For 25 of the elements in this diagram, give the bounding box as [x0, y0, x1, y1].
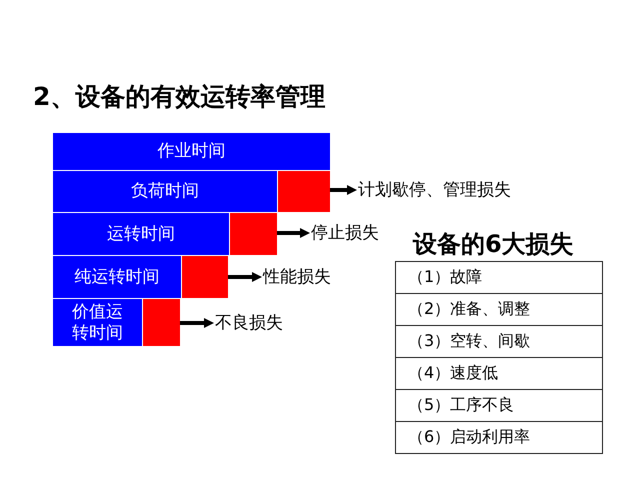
arrow [228, 272, 262, 282]
loss-list-row: （1）故障 [395, 261, 603, 294]
time-bar: 负荷时间 [53, 171, 277, 212]
diagram-title: 2、设备的有效运转率管理 [33, 82, 326, 112]
loss-list-row: （4）速度低 [395, 357, 603, 390]
loss-label: 停止损失 [311, 222, 379, 244]
loss-bar [182, 256, 228, 298]
arrow [330, 185, 357, 195]
arrow [277, 228, 310, 238]
arrow [180, 318, 214, 328]
loss-bar [278, 171, 330, 212]
loss-bar [143, 299, 180, 346]
time-bar: 运转时间 [53, 213, 229, 255]
loss-list-row: （3）空转、间歇 [395, 325, 603, 358]
loss-label: 计划歇停、管理损失 [358, 179, 511, 201]
loss-label: 性能损失 [263, 266, 331, 288]
list-heading: 设备的6大损失 [413, 230, 574, 259]
time-bar: 作业时间 [53, 133, 330, 170]
loss-label: 不良损失 [215, 312, 283, 334]
loss-list-row: （2）准备、调整 [395, 293, 603, 326]
time-bar: 纯运转时间 [53, 256, 181, 298]
loss-list-row: （5）工序不良 [395, 389, 603, 422]
loss-list-row: （6）启动利用率 [395, 421, 603, 454]
loss-bar [230, 213, 277, 255]
time-bar: 价值运转时间 [53, 299, 142, 346]
